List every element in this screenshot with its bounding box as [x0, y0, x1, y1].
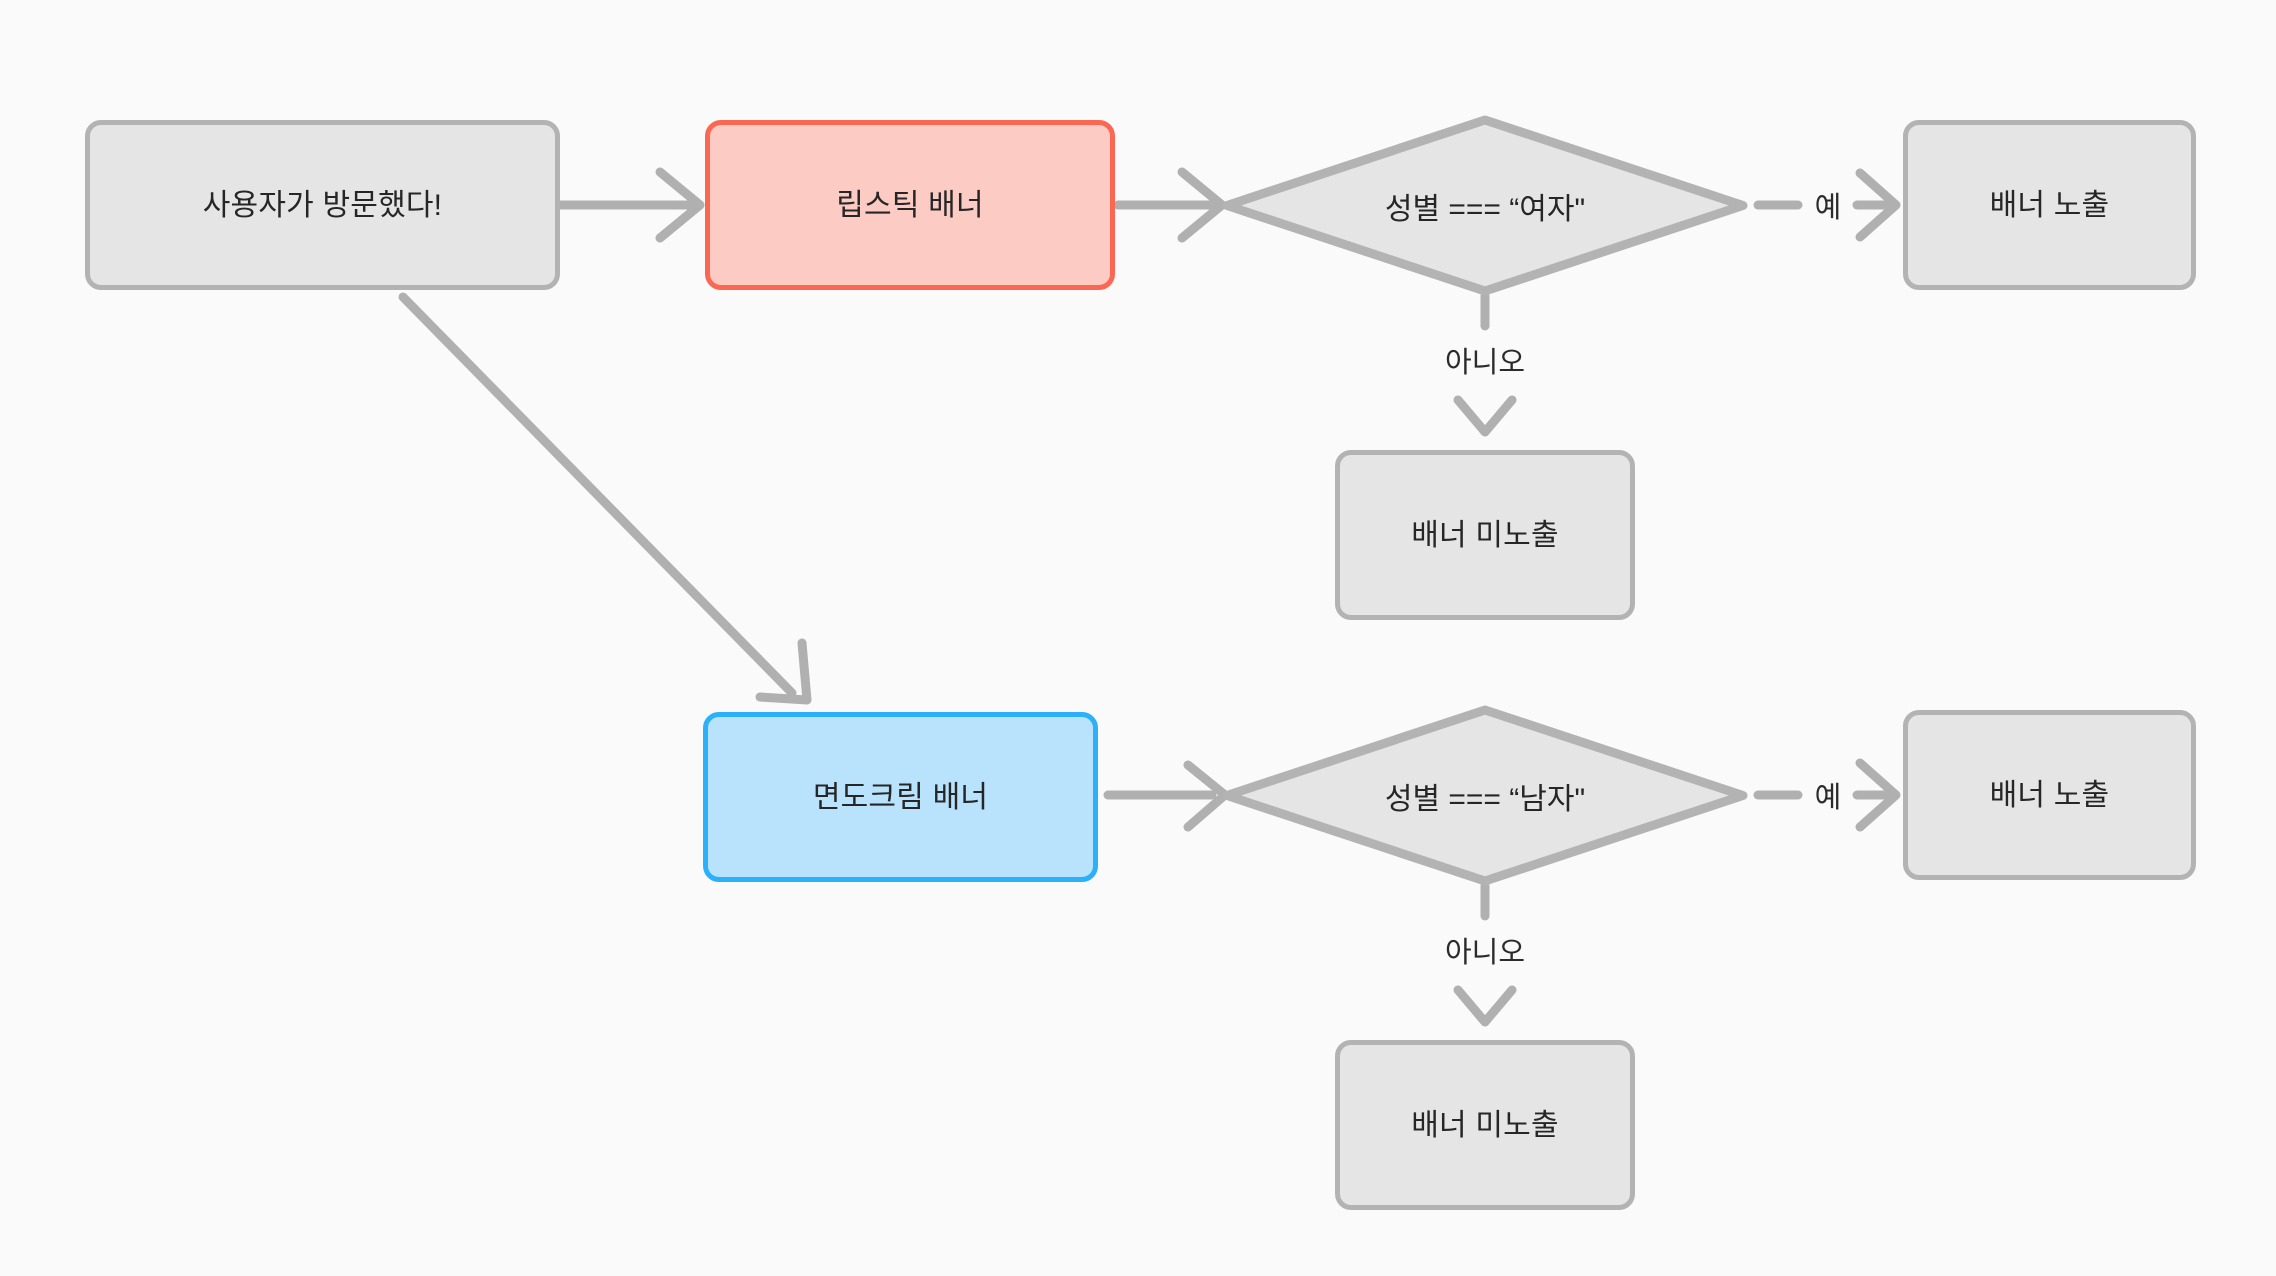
node-shaving-cream-banner-label: 면도크림 배너: [812, 780, 989, 814]
node-lipstick-banner-label: 립스틱 배너: [836, 188, 984, 222]
node-show-banner-female[interactable]: 배너 노출: [1903, 120, 2196, 290]
node-show-banner-male-label: 배너 노출: [1989, 778, 2110, 812]
edge-shaving-to-decision-male: [1103, 760, 1230, 832]
edge-label-female-no: 아니오: [1444, 347, 1526, 379]
node-start-label: 사용자가 방문했다!: [202, 188, 443, 222]
edge-label-male-no: 아니오: [1444, 937, 1526, 969]
diamond-shape-male: [1222, 705, 1748, 886]
node-decision-female[interactable]: 성별 === “여자": [1220, 113, 1750, 298]
node-start[interactable]: 사용자가 방문했다!: [85, 120, 560, 290]
node-lipstick-banner[interactable]: 립스틱 배너: [705, 120, 1115, 290]
node-hide-banner-female[interactable]: 배너 미노출: [1335, 450, 1635, 620]
node-decision-female-label: 성별 === “여자": [1384, 192, 1586, 226]
node-decision-male[interactable]: 성별 === “남자": [1220, 703, 1750, 888]
edge-start-to-lipstick: [555, 167, 705, 243]
edge-label-female-yes: 예: [1814, 192, 1842, 224]
edge-label-male-yes: 예: [1814, 782, 1842, 814]
node-show-banner-male[interactable]: 배너 노출: [1903, 710, 2196, 880]
edge-start-to-shaving: [398, 292, 812, 705]
node-hide-banner-male[interactable]: 배너 미노출: [1335, 1040, 1635, 1210]
edge-lipstick-to-decision-female: [1113, 167, 1227, 243]
node-hide-banner-male-label: 배너 미노출: [1411, 1108, 1559, 1142]
node-show-banner-female-label: 배너 노출: [1989, 188, 2110, 222]
node-decision-male-label: 성별 === “남자": [1384, 782, 1586, 816]
diamond-shape-female: [1222, 115, 1748, 296]
node-shaving-cream-banner[interactable]: 면도크림 배너: [703, 712, 1098, 882]
node-hide-banner-female-label: 배너 미노출: [1411, 518, 1559, 552]
